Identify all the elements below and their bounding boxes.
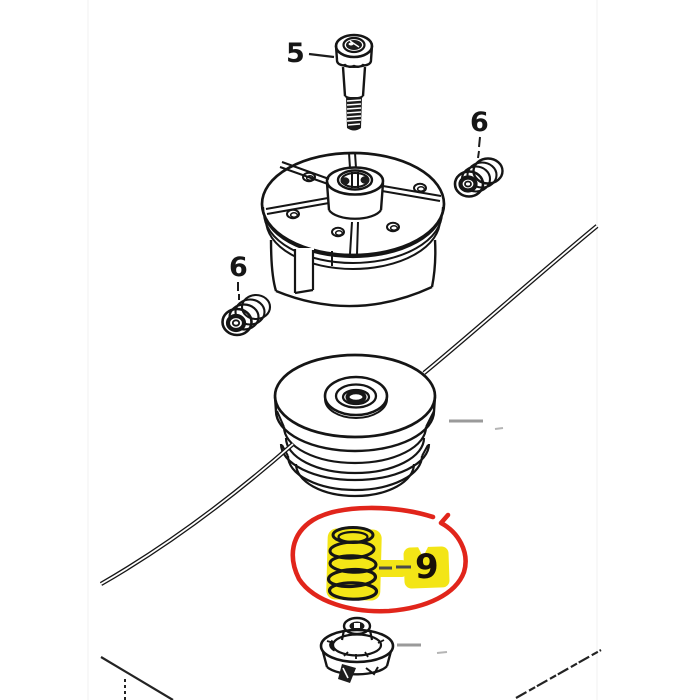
bolt-socket-hole [346, 40, 362, 50]
skirt-notch-gap [294, 248, 314, 292]
part-label-6-left: 6 [229, 252, 248, 283]
red-circle-annotation [290, 505, 468, 614]
spool-drawing [273, 353, 437, 498]
nut-left-drawing [221, 293, 272, 337]
knob-foot [338, 664, 356, 683]
bolt-drawing [334, 33, 374, 131]
part-label-5: 5 [286, 38, 305, 69]
leader-lines [237, 52, 504, 654]
part-label-6-upper-right: 6 [470, 107, 489, 138]
label-9-leader [379, 565, 411, 570]
bump-knob-drawing [319, 616, 395, 683]
knob-ratchet-ticks [326, 639, 385, 659]
trimmer-line-left [99, 442, 295, 586]
frame-lines [100, 649, 602, 700]
nut-hole [225, 313, 247, 333]
spring-drawing [326, 526, 379, 601]
label-6-right-leader [477, 136, 481, 159]
spool-center-hole [345, 390, 367, 404]
label-9-highlight-patch [403, 546, 450, 589]
nut-hole [458, 175, 478, 193]
label-5-leader [308, 52, 335, 59]
nut-upper-right-drawing [453, 157, 504, 198]
drum-housing-drawing [260, 151, 446, 308]
drum-holes [286, 171, 427, 238]
highlight-notch [417, 545, 429, 557]
label-6-left-leader [237, 282, 240, 300]
part-label-9: 9 [415, 547, 439, 587]
scan-edge-lines [87, 0, 598, 700]
trimmer-line-right [422, 224, 599, 375]
